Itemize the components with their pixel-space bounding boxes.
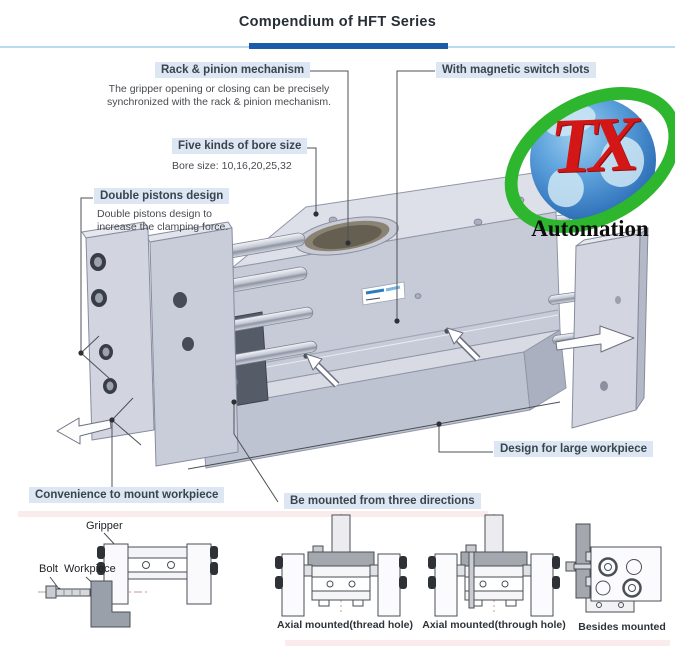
- gripper-illustration: [56, 159, 649, 469]
- axial-thread-example: [275, 514, 407, 617]
- open-direction-arrows: [56, 325, 635, 445]
- background-stripes: [18, 511, 670, 646]
- left-jaw-plates: [81, 221, 239, 467]
- open-direction-arrow-left: [56, 417, 112, 445]
- desc-line: Double pistons design to: [97, 208, 212, 220]
- leader-magnetic-switch: [396, 70, 435, 321]
- desc-line: increase the clamping force.: [97, 221, 229, 233]
- callout-three-directions: Be mounted from three directions: [284, 493, 481, 509]
- label-bolt: Bolt: [39, 563, 58, 575]
- leader-mini-bolt: [49, 576, 60, 590]
- callout-mount-workpiece: Convenience to mount workpiece: [29, 487, 225, 503]
- callout-rack-pinion: Rack & pinion mechanism: [155, 62, 311, 78]
- brand-sticker: [361, 281, 406, 306]
- switch-slot-arrows: [305, 327, 481, 388]
- workpiece-mount-example: [38, 543, 218, 628]
- mini-bolt: [45, 585, 91, 599]
- caption-axial-thread: Axial mounted(thread hole): [277, 619, 413, 631]
- mini-rod-nuts: [97, 546, 218, 575]
- desc-line: The gripper opening or closing can be pr…: [108, 83, 330, 95]
- leader-bore-size: [297, 147, 317, 214]
- slot-arrow-head: [305, 353, 323, 371]
- callout-magnetic-switch: With magnetic switch slots: [436, 62, 596, 78]
- label-workpiece: Workpiece: [64, 563, 116, 575]
- company-logo: TX Automation: [478, 57, 675, 263]
- leader-three-directions: [233, 402, 279, 503]
- leader-rack-pinion: [298, 70, 349, 243]
- logo-caption: Automation: [531, 216, 649, 241]
- slot-arrow-head: [446, 327, 464, 345]
- callout-bore-size-desc: Bore size: 10,16,20,25,32: [172, 160, 292, 172]
- callout-rack-pinion-desc: The gripper opening or closing can be pr…: [107, 83, 331, 109]
- caption-axial-through: Axial mounted(through hole): [422, 619, 566, 631]
- besides-example: [565, 523, 662, 613]
- rod-end-nuts: [90, 253, 194, 394]
- caption-besides: Besides mounted: [578, 621, 666, 633]
- logo-mark: TX: [548, 99, 632, 190]
- page-title: Compendium of HFT Series: [238, 14, 437, 30]
- title-underline-accent: [249, 43, 448, 49]
- desc-line: synchronized with the rack & pinion mech…: [106, 96, 332, 108]
- right-end-plate: [571, 227, 649, 429]
- label-gripper: Gripper: [86, 520, 123, 532]
- callout-double-pistons: Double pistons design: [94, 188, 230, 204]
- callout-double-pistons-desc: Double pistons design to increase the cl…: [97, 208, 228, 234]
- axial-through-example: [428, 514, 560, 617]
- callout-bore-size: Five kinds of bore size: [172, 138, 308, 154]
- open-direction-arrow-right: [555, 325, 635, 353]
- globe-icon: [530, 97, 656, 223]
- leader-double-pistons: [80, 197, 111, 380]
- callout-large-workpiece: Design for large workpiece: [494, 441, 653, 457]
- mini-workpiece-shape: [90, 580, 131, 628]
